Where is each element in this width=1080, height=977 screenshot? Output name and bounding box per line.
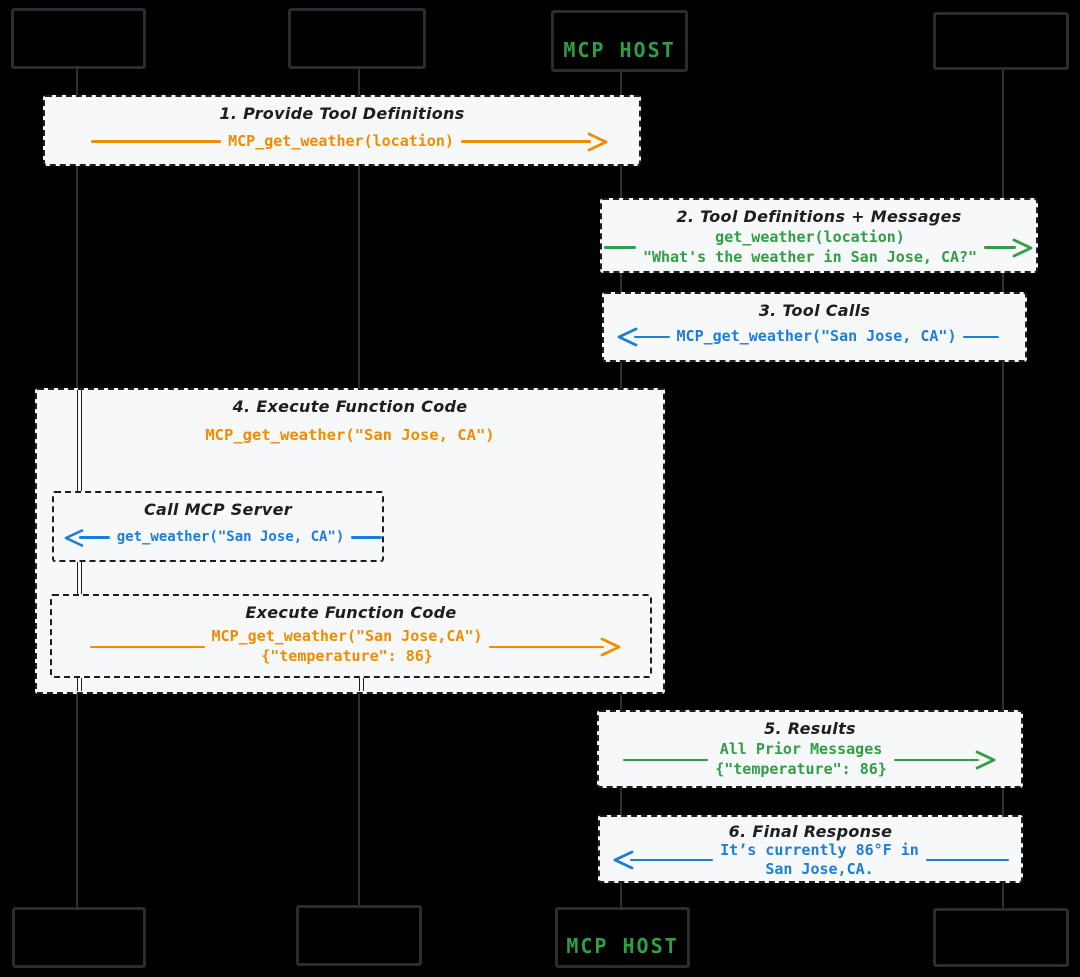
arrow-right: MCP_get_weather(location) xyxy=(45,123,639,164)
lifeline-segment xyxy=(77,562,82,594)
arrowhead-left-icon xyxy=(613,850,634,870)
arrow-line xyxy=(90,645,205,649)
mcp-host-label: MCP HOST xyxy=(563,38,676,62)
actor-top-mcp-host: MCP HOST xyxy=(551,10,688,72)
message-title: 1. Provide Tool Definitions xyxy=(219,104,465,123)
arrow-left: MCP_get_weather("San Jose, CA") xyxy=(604,320,1025,360)
code-line: {"temperature": 86} xyxy=(261,647,433,666)
arrow-right: get_weather(location) "What's the weathe… xyxy=(602,226,1036,271)
message-title: 5. Results xyxy=(764,719,856,738)
mcp-host-label: MCP HOST xyxy=(566,934,679,958)
arrowhead-right-icon xyxy=(600,637,621,657)
code-block: It’s currently 86°F in San Jose,CA. xyxy=(713,841,926,879)
arrow-line xyxy=(460,140,591,143)
code-line: MCP_get_weather("San Jose, CA") xyxy=(205,426,495,445)
actor-bottom-4 xyxy=(933,908,1069,967)
message-title: 3. Tool Calls xyxy=(758,301,871,320)
code-block: All Prior Messages {"temperature": 86} xyxy=(708,740,894,780)
message-box-3-tool-calls: 3. Tool Calls MCP_get_weather("San Jose,… xyxy=(602,292,1027,362)
code-line: get_weather("San Jose, CA") xyxy=(116,529,345,546)
arrow-line xyxy=(634,335,670,339)
execute-function-code-box: Execute Function Code MCP_get_weather("S… xyxy=(50,594,652,678)
arrow-line xyxy=(963,335,999,339)
code-line: MCP_get_weather("San Jose, CA") xyxy=(676,327,957,346)
code-line: MCP_get_weather("San Jose,CA") xyxy=(211,627,483,646)
arrow-right: All Prior Messages {"temperature": 86} xyxy=(599,738,1021,786)
arrow-line xyxy=(630,858,714,862)
arrow-line xyxy=(623,758,709,762)
actor-bottom-1 xyxy=(12,907,146,968)
code-line: {"temperature": 86} xyxy=(715,760,887,779)
arrowhead-left-icon xyxy=(617,327,638,347)
arrow-line xyxy=(79,536,110,539)
code-line: get_weather(location) xyxy=(715,227,905,246)
message-box-6-final-response: 6. Final Response It’s currently 86°F in… xyxy=(598,815,1023,883)
code-line: All Prior Messages xyxy=(719,740,883,759)
actor-top-4 xyxy=(933,12,1069,70)
code-line: "What's the weather in San Jose, CA?" xyxy=(642,247,978,266)
lifeline-segment xyxy=(359,678,364,691)
arrow-line xyxy=(604,246,636,249)
actor-bottom-2 xyxy=(296,905,422,966)
arrowhead-right-icon xyxy=(975,750,996,770)
message-title: 4. Execute Function Code xyxy=(232,397,468,416)
message-box-5-results: 5. Results All Prior Messages {"temperat… xyxy=(597,710,1023,788)
arrow-line xyxy=(489,645,604,649)
code-block: get_weather(location) "What's the weathe… xyxy=(636,228,984,268)
call-mcp-server-box: Call MCP Server get_weather("San Jose, C… xyxy=(52,491,384,562)
arrow-left: It’s currently 86°F in San Jose,CA. xyxy=(600,841,1021,883)
code-line: San Jose,CA. xyxy=(765,859,874,878)
lifeline-segment xyxy=(77,678,82,691)
arrow-left: get_weather("San Jose, CA") xyxy=(54,519,383,560)
arrow-line xyxy=(91,140,222,143)
message-title: 2. Tool Definitions + Messages xyxy=(676,207,962,226)
arrow-line xyxy=(893,758,979,762)
message-box-4-execute-function-code: 4. Execute Function Code MCP_get_weather… xyxy=(35,388,665,694)
message-box-2-tool-definitions-messages: 2. Tool Definitions + Messages get_weath… xyxy=(600,198,1038,273)
code-line: It’s currently 86°F in xyxy=(720,841,919,860)
lifeline-actor-4 xyxy=(1002,70,1004,909)
message-title: Execute Function Code xyxy=(245,603,457,622)
arrow-line xyxy=(925,858,1009,862)
arrowhead-left-icon xyxy=(64,528,84,547)
arrow-line xyxy=(351,536,383,539)
arrow-line xyxy=(984,246,1017,249)
message-title: 6. Final Response xyxy=(728,822,893,841)
message-title: Call MCP Server xyxy=(144,500,292,519)
arrowhead-right-icon xyxy=(1012,238,1033,257)
arrow-right: MCP_get_weather("San Jose,CA") {"tempera… xyxy=(52,622,650,676)
actor-bottom-mcp-host: MCP HOST xyxy=(555,907,690,968)
message-box-1-provide-tool-definitions: 1. Provide Tool Definitions MCP_get_weat… xyxy=(43,95,641,166)
actor-top-1 xyxy=(11,8,146,69)
actor-top-2 xyxy=(288,8,426,69)
lifeline-segment xyxy=(77,390,82,491)
arrowhead-right-icon xyxy=(587,132,608,151)
code-line: MCP_get_weather(location) xyxy=(228,131,454,150)
code-block: MCP_get_weather("San Jose,CA") {"tempera… xyxy=(205,627,490,667)
